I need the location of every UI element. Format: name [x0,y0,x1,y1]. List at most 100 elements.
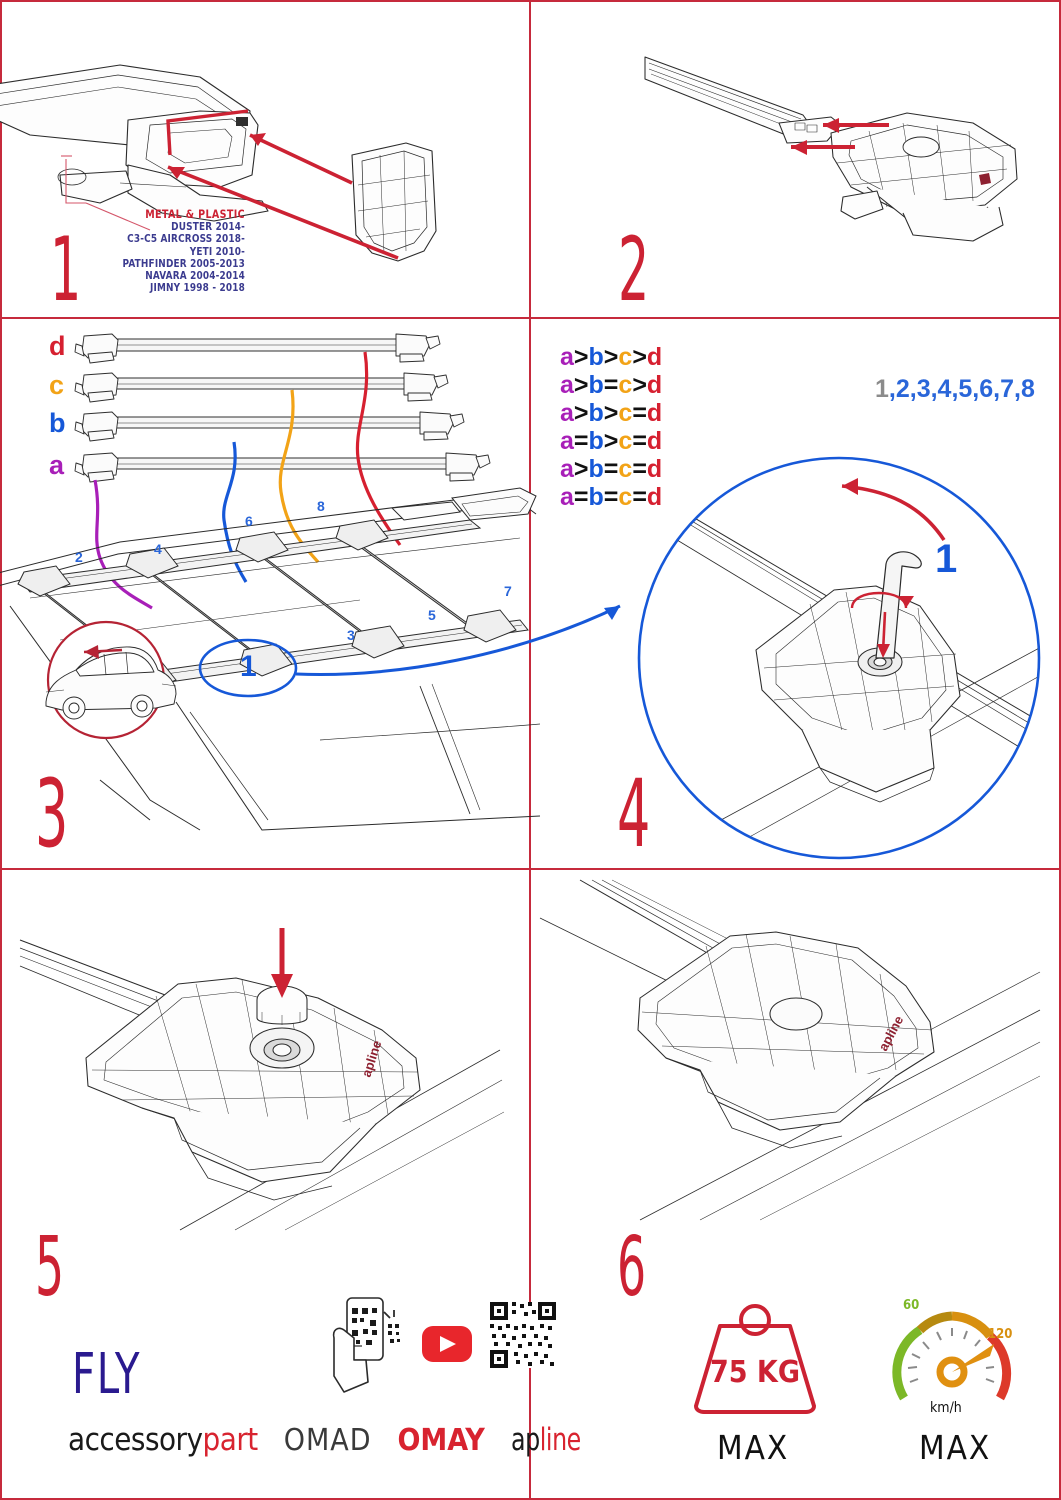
equation-token: b [588,343,604,371]
gauge-needle [936,1344,994,1388]
brand-apline: apline [511,1425,581,1456]
youtube-icon [422,1326,472,1362]
gauge-tick-60: 60 [903,1298,920,1313]
equation-token: > [632,343,647,371]
equation-token: b [588,427,604,455]
panel-3-vehicle-direction-inset [18,618,198,743]
qr-code-icon [490,1302,556,1368]
equation-token: c [618,371,633,399]
step-number-5: 5 [35,1220,64,1315]
step-number-3: 3 [35,760,68,869]
phone-screen-qr [352,1308,377,1345]
equation-row: a>b>c=d [560,399,662,427]
equation-token: > [573,399,589,427]
compat-vehicle: NAVARA 2004-2014 [145,269,245,283]
equation-token: > [573,371,589,399]
mount-number-6: 6 [245,513,253,529]
equation-token: = [573,427,589,455]
sequence-first: 1 [875,375,889,403]
divider-row2 [0,868,1061,870]
mount-number-7: 7 [504,583,512,599]
compat-vehicle: JIMNY 1998 - 2018 [149,281,245,295]
equation-token: > [603,399,619,427]
equation-row: a>b>c>d [560,343,662,371]
equation-token: d [646,483,663,511]
panel-3-barset [74,330,518,495]
max-weight-label: MAX [717,1428,790,1467]
sequence-rest: ,2,3,4,5,6,7,8 [888,375,1035,403]
qr-float-icon [388,1324,400,1343]
panel-5-media-icons [332,1296,560,1411]
equation-token: > [573,455,589,483]
compat-title: METAL & PLASTIC [145,207,245,221]
equation-token: > [573,343,589,371]
equation-row: a=b>c=d [560,427,662,455]
equation-token: > [603,427,619,455]
equation-token: d [646,343,663,371]
panel-3-roof-illustration [0,480,541,850]
equation-token: b [588,455,604,483]
equation-token: d [646,399,663,427]
equation-token: a [560,455,574,483]
bar-label-a: a [49,450,65,480]
step-number-2: 2 [618,218,649,321]
equation-token: = [632,483,647,511]
gauge-tick-120: 120 [988,1327,1013,1342]
step-number-4: 4 [617,760,650,869]
equation-token: > [603,343,619,371]
equation-token: c [618,483,633,511]
equation-token: d [646,427,663,455]
panel-6-illustration: apline [539,879,1041,1221]
brand-apline-red: line [539,1422,582,1458]
equation-token: = [632,455,647,483]
max-speed-gauge-icon [890,1302,1014,1414]
brand-logo-row: accessorypart OMAD OMAY apline [68,1425,593,1456]
equation-token: c [618,343,633,371]
brand-apline-dark: ap [510,1422,540,1458]
equation-row: a=b=c=d [560,483,662,511]
compat-vehicle: DUSTER 2014- [171,219,245,233]
brand-omad: OMAD [283,1423,372,1458]
bar-label-c: c [49,370,65,400]
equation-token: a [560,427,574,455]
equation-token: = [603,371,619,399]
equation-row: a>b=c>d [560,371,662,399]
equation-token: b [588,483,604,511]
equation-token: d [646,455,663,483]
panel-4-callout-number: 1 [935,537,958,581]
equation-token: d [646,371,663,399]
equation-token: c [618,455,633,483]
equation-token: = [632,427,647,455]
mount-number-8: 8 [317,498,325,514]
product-mark-panel2 [979,173,991,185]
panel-1-illustration [0,25,470,265]
bar-label-d: d [49,331,66,361]
brand-accessorypart-dark: accessory [68,1422,203,1458]
compat-vehicle: C3-C5 AIRCROSS 2018- [127,232,245,246]
equation-token: > [632,371,647,399]
brand-accessorypart: accessorypart [68,1425,258,1456]
max-speed-label: MAX [919,1428,992,1467]
detail-callout-number: 1 [240,650,257,683]
equation-token: c [618,399,633,427]
equation-token: = [632,399,647,427]
panel-5-illustration: apline [19,900,510,1231]
equation-token: = [603,455,619,483]
equation-token: = [573,483,589,511]
panel-3-detail-callout [196,604,636,720]
compat-vehicle: PATHFINDER 2005-2013 [122,256,245,270]
divider-col-mid [529,319,531,868]
equation-token: a [560,371,574,399]
equation-row: a>b=c=d [560,455,662,483]
equation-token: a [560,483,574,511]
mount-number-4: 4 [154,541,162,557]
equation-token: b [588,399,604,427]
equation-token: b [588,371,604,399]
equations-wrapper: a>b>c>d a>b=c>d a>b>c=d a=b>c=d a>b=c=d … [560,343,662,511]
equation-token: c [618,427,633,455]
brand-fly: FLY [72,1342,142,1407]
brand-accessorypart-red: part [202,1422,259,1458]
step-number-6: 6 [617,1220,646,1315]
divider-row1 [0,317,1061,319]
